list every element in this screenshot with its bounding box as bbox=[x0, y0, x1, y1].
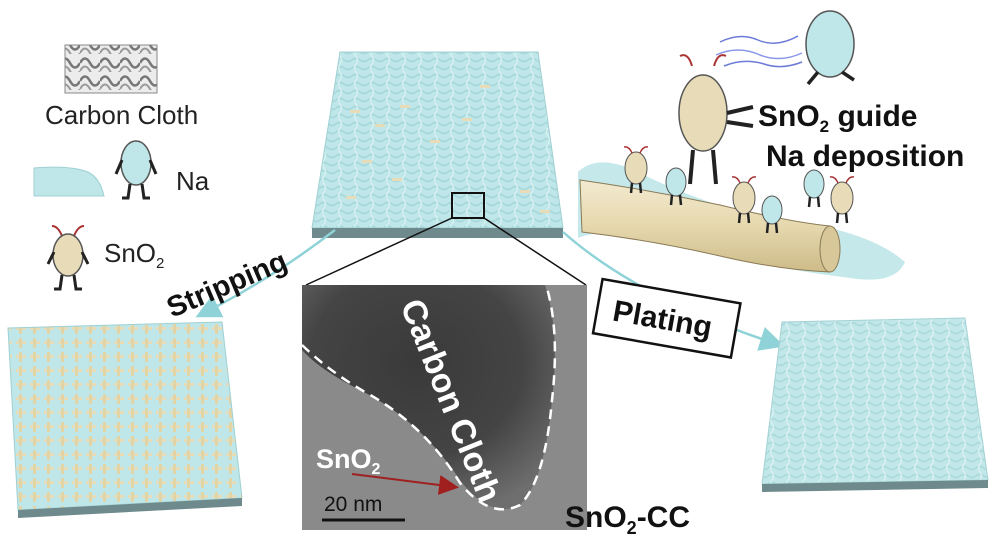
na-layer-swatch-icon bbox=[33, 166, 105, 197]
tem-sno2-arrow-icon bbox=[351, 473, 459, 495]
na-characters-on-fiber bbox=[665, 167, 825, 234]
fiber-deposition-scene bbox=[578, 10, 905, 280]
sno2-spots bbox=[346, 85, 550, 213]
zoom-line-right bbox=[483, 217, 587, 286]
sno2-character-small-icon bbox=[829, 176, 855, 224]
sno2-character-large-icon bbox=[678, 54, 754, 185]
tem-sno2-label: SnO2 bbox=[316, 444, 381, 478]
carbon-cloth-swatch-icon bbox=[64, 44, 158, 94]
tem-sno2-subscript: 2 bbox=[372, 461, 381, 478]
sno2-character-small-icon bbox=[623, 146, 649, 194]
na-character-icon bbox=[114, 140, 158, 200]
legend-na-label: Na bbox=[176, 166, 210, 196]
stripped-sheet bbox=[7, 321, 243, 518]
sample-label-post: -CC bbox=[637, 501, 690, 534]
guide-line-1-post: guide bbox=[829, 100, 917, 133]
stripping-arrow-icon bbox=[195, 229, 336, 318]
na-character-small-icon bbox=[665, 167, 687, 206]
guide-line-1-subscript: 2 bbox=[820, 117, 829, 136]
legend-sno2-label: SnO2 bbox=[104, 238, 164, 272]
plating-label-box: Plating bbox=[591, 277, 742, 359]
sno2-character-icon bbox=[46, 225, 90, 291]
plating-path: Plating bbox=[562, 231, 785, 359]
tem-sno2-base: SnO bbox=[316, 444, 372, 474]
sno2-cc-sheet-top bbox=[305, 51, 587, 286]
tem-image: Carbon Cloth SnO2 20 nm bbox=[301, 284, 587, 530]
sample-label-subscript: 2 bbox=[627, 518, 637, 538]
legend-sno2-base: SnO bbox=[104, 238, 156, 268]
carbon-fiber-segment bbox=[579, 179, 831, 273]
zoom-region-box bbox=[451, 192, 485, 219]
guide-line-1: SnO2 guide bbox=[758, 100, 917, 136]
guide-line-1-pre: SnO bbox=[758, 100, 820, 133]
legend-carbon-cloth-label: Carbon Cloth bbox=[45, 100, 198, 130]
sno2-boundary-dashed bbox=[301, 284, 557, 511]
plated-sheet bbox=[761, 317, 989, 492]
legend-sno2-subscript: 2 bbox=[156, 255, 164, 272]
sno2-character-small-icon bbox=[731, 176, 757, 224]
carbon-fiber-region bbox=[302, 285, 555, 510]
stripping-label: Stripping bbox=[162, 245, 292, 324]
zoom-line-left bbox=[305, 217, 453, 286]
na-character-flying-icon bbox=[715, 10, 855, 86]
guide-line-2: Na deposition bbox=[766, 140, 964, 173]
legend: Carbon Cloth Na SnO2 bbox=[33, 44, 210, 291]
scale-bar-label: 20 nm bbox=[324, 493, 382, 516]
na-character-small-icon bbox=[803, 169, 825, 208]
na-character-small-icon bbox=[761, 195, 783, 234]
sample-label: SnO2-CC bbox=[565, 501, 690, 538]
fiber-end-cap bbox=[819, 225, 841, 273]
sample-label-pre: SnO bbox=[565, 501, 627, 534]
sno2-characters-on-fiber bbox=[623, 146, 855, 224]
